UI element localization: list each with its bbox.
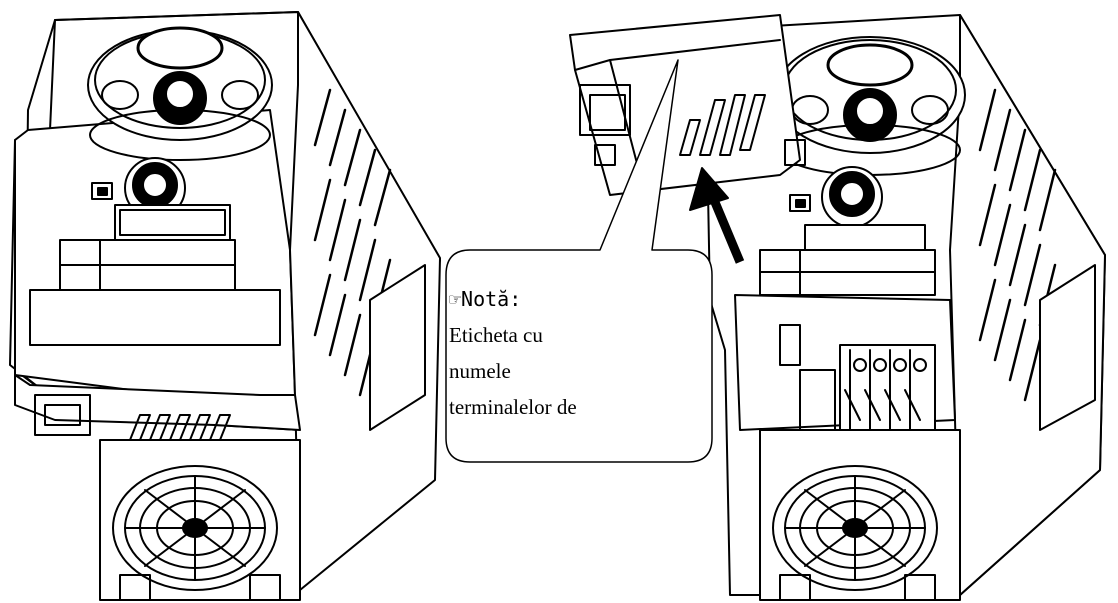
note-title: Notă: bbox=[461, 287, 522, 311]
left-vents-side bbox=[313, 88, 392, 397]
right-vents-side bbox=[978, 88, 1057, 402]
right-inverter bbox=[704, 14, 1106, 601]
note-line-1: Eticheta cu bbox=[449, 323, 543, 347]
note-line-2: numele bbox=[449, 359, 511, 383]
right-keypad bbox=[774, 36, 966, 176]
left-fan bbox=[99, 439, 301, 601]
note-title-line: ☞Notă: bbox=[449, 281, 689, 317]
note-line-3: terminalelor de bbox=[449, 395, 577, 419]
note-callout-bubble bbox=[445, 59, 713, 463]
right-fan bbox=[759, 429, 961, 601]
left-keypad bbox=[87, 26, 273, 161]
removal-arrow bbox=[689, 167, 745, 264]
pointing-hand-icon: ☞ bbox=[449, 287, 462, 311]
removed-cover bbox=[569, 14, 806, 196]
note-callout: ☞Notă: Eticheta cu numele terminalelor d… bbox=[449, 281, 689, 425]
left-inverter bbox=[9, 11, 441, 601]
right-power-terminals bbox=[779, 324, 936, 436]
